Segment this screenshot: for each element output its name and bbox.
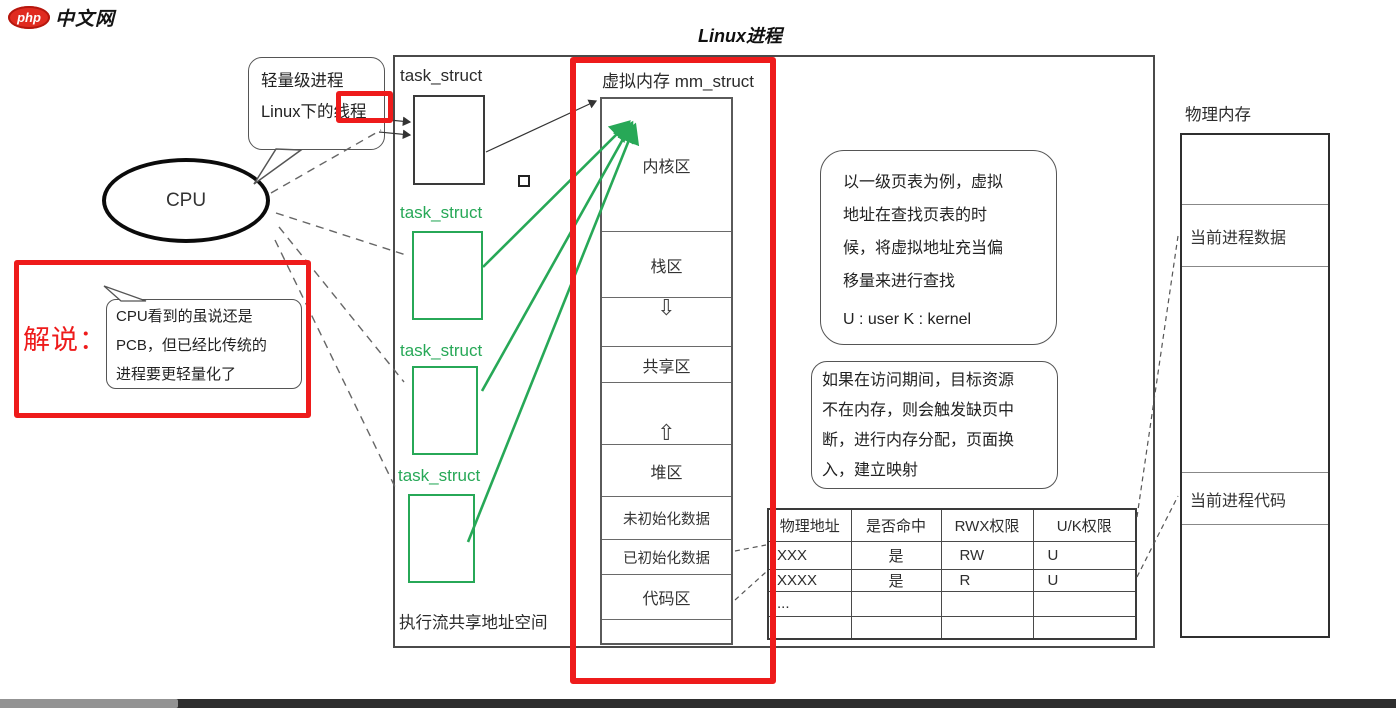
- lightweight-line1: 轻量级进程: [261, 72, 344, 90]
- page-table-line2: 地址在查找页表的时: [843, 207, 988, 224]
- cpu-label: CPU: [165, 189, 207, 211]
- col-uk: U/K权限: [1032, 508, 1137, 542]
- php-logo-icon: php: [8, 6, 50, 29]
- pm-empty-bottom: [1182, 525, 1328, 636]
- page-table-lookup-bubble: 以一级页表为例，虚拟 地址在查找页表的时 候，将虚拟地址充当偏 移量来进行查找 …: [820, 150, 1057, 345]
- commentary-label: 解说：: [23, 325, 107, 355]
- page-table-line3: 候，将虚拟地址充当偏: [843, 240, 1004, 257]
- page-fault-bubble: 如果在访问期间，目标资源 不在内存，则会触发缺页中 断，进行内存分配，页面换 入…: [811, 361, 1058, 489]
- page-fault-line3: 断，进行内存分配，页面换: [822, 432, 1015, 449]
- vm-section-code: 代码区: [602, 575, 731, 620]
- commentary-bubble: CPU看到的虽说还是 PCB，但已经比传统的 进程要更轻量化了: [106, 299, 302, 389]
- cpu-ellipse: CPU: [102, 158, 270, 243]
- grow-down-arrow-icon: ⇩: [657, 295, 676, 320]
- video-progress-bar[interactable]: [0, 699, 1396, 708]
- page-fault-line1: 如果在访问期间，目标资源: [822, 372, 1015, 389]
- commentary-line1: CPU看到的虽说还是: [116, 308, 253, 325]
- commentary-highlight-box: [14, 260, 311, 418]
- cpu-dashed-line-2: [275, 212, 410, 257]
- cell: R: [940, 568, 1034, 592]
- vm-section-stack: 栈区: [602, 232, 731, 298]
- task-struct-box-green-2: [412, 366, 478, 455]
- task-struct-box-green-1: [412, 231, 483, 320]
- task-struct-label-green-3: task_struct: [398, 466, 481, 485]
- pm-empty-top: [1182, 135, 1328, 205]
- physical-memory-title: 物理内存: [1185, 106, 1251, 124]
- physical-memory-box: 当前进程数据 当前进程代码: [1180, 133, 1330, 638]
- cell: [767, 615, 852, 640]
- cell: [940, 590, 1034, 617]
- task-struct-box-main: [413, 95, 485, 185]
- cell: [940, 615, 1034, 640]
- small-square-marker: [518, 175, 530, 187]
- task-struct-label-green-1: task_struct: [400, 203, 483, 222]
- col-rwx: RWX权限: [940, 508, 1034, 542]
- vm-section-uninit-data: 未初始化数据: [602, 497, 731, 540]
- cell: [1032, 590, 1137, 617]
- cell: RW: [940, 540, 1034, 570]
- vm-section-kernel: 内核区: [602, 99, 731, 232]
- cell: XXXX: [767, 568, 852, 592]
- uk-legend: U : user K : kernel: [843, 311, 972, 328]
- grow-up-arrow-icon: ⇧: [657, 420, 676, 445]
- pm-current-process-data: 当前进程数据: [1182, 205, 1328, 267]
- col-physical-address: 物理地址: [767, 508, 852, 542]
- pm-empty-middle: [1182, 267, 1328, 473]
- col-hit: 是否命中: [850, 508, 942, 542]
- php-site-logo[interactable]: php 中文网: [8, 4, 115, 31]
- lightweight-bubble-tail: [253, 148, 304, 185]
- page-fault-line4: 入，建立映射: [822, 462, 919, 479]
- table-row: ...: [767, 590, 1137, 617]
- page-table: 物理地址 是否命中 RWX权限 U/K权限 XXX 是 RW U XXXX 是 …: [767, 508, 1137, 640]
- page-fault-line2: 不在内存，则会触发缺页中: [822, 402, 1015, 419]
- cell: 是: [850, 540, 942, 570]
- task-struct-label-main: task_struct: [400, 66, 483, 85]
- cell: U: [1032, 568, 1137, 592]
- task-struct-box-green-3: [408, 494, 475, 583]
- site-name: 中文网: [55, 9, 116, 30]
- table-row: XXXX 是 R U: [767, 568, 1137, 592]
- video-progress-played: [0, 699, 178, 708]
- vm-section-heap: 堆区: [602, 445, 731, 497]
- pm-current-process-code: 当前进程代码: [1182, 473, 1328, 525]
- table-row: [767, 615, 1137, 640]
- cell: 是: [850, 568, 942, 592]
- page-table-line1: 以一级页表为例，虚拟: [843, 174, 1004, 191]
- vm-grow-down-region: ⇩: [602, 295, 731, 347]
- task-struct-label-green-2: task_struct: [400, 341, 483, 360]
- shared-address-space-label: 执行流共享地址空间: [399, 614, 548, 632]
- table-row: XXX 是 RW U: [767, 540, 1137, 570]
- cell: XXX: [767, 540, 852, 570]
- commentary-line2: PCB，但已经比传统的: [116, 337, 267, 354]
- vm-section-shared: 共享区: [602, 347, 731, 383]
- cell: [850, 590, 942, 617]
- vm-section-init-data: 已初始化数据: [602, 540, 731, 575]
- vm-grow-up-region: ⇧: [602, 383, 731, 445]
- cell: [850, 615, 942, 640]
- virtual-memory-title: 虚拟内存 mm_struct: [601, 72, 755, 91]
- thread-highlight-box: [336, 91, 393, 123]
- commentary-line3: 进程要更轻量化了: [116, 366, 237, 383]
- diagram-title: Linux进程: [698, 26, 782, 46]
- virtual-memory-highlight-box: [570, 57, 776, 684]
- cell: [1032, 615, 1137, 640]
- cell: U: [1032, 540, 1137, 570]
- cell: ...: [767, 590, 852, 617]
- page-table-line4: 移量来进行查找: [843, 273, 956, 290]
